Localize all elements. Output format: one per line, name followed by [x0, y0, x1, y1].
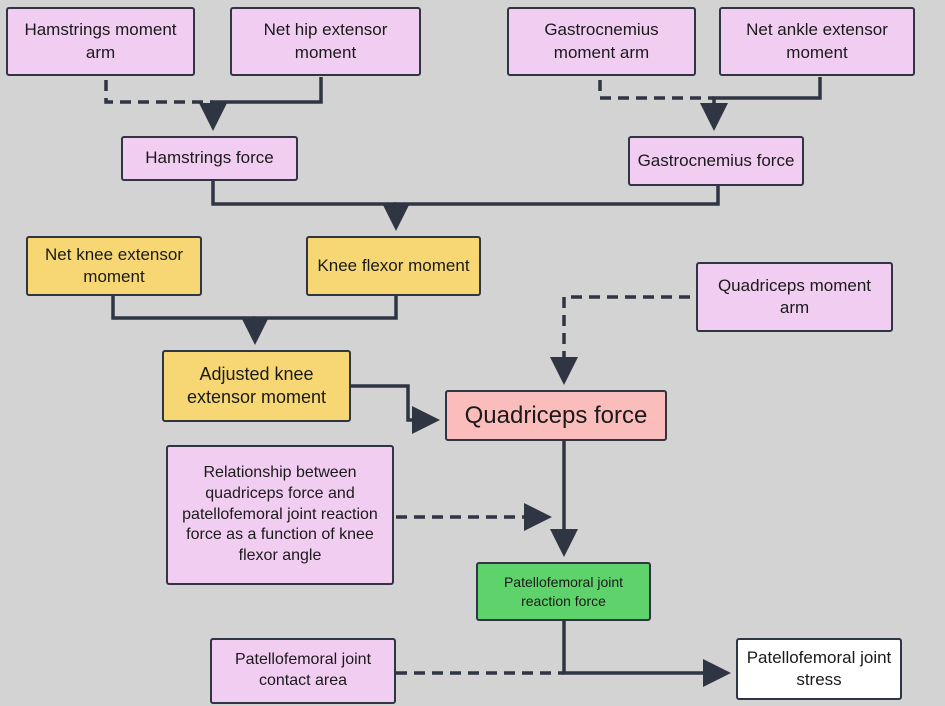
node-patellofemoral-joint-reaction-force: Patellofemoral joint reaction force	[476, 562, 651, 621]
node-hamstrings-moment-arm: Hamstrings moment arm	[6, 7, 195, 76]
connector-net-ankle	[700, 77, 822, 131]
connector-knee-flexor	[241, 296, 398, 345]
connector-gastro-arm	[598, 80, 714, 100]
node-net-ankle-extensor-moment: Net ankle extensor moment	[719, 7, 915, 76]
node-adjusted-knee-extensor-moment: Adjusted knee extensor moment	[162, 350, 351, 422]
connector-gastro-force	[382, 186, 720, 231]
connector-hamstrings-arm	[104, 80, 213, 104]
node-net-knee-extensor-moment: Net knee extensor moment	[26, 236, 202, 296]
node-net-hip-extensor-moment: Net hip extensor moment	[230, 7, 421, 76]
node-hamstrings-force: Hamstrings force	[121, 136, 298, 181]
node-gastrocnemius-moment-arm: Gastrocnemius moment arm	[507, 7, 696, 76]
node-gastrocnemius-force: Gastrocnemius force	[628, 136, 804, 186]
node-relationship: Relationship between quadriceps force an…	[166, 445, 394, 585]
connector-adjusted	[351, 384, 440, 434]
node-quadriceps-moment-arm: Quadriceps moment arm	[696, 262, 893, 332]
node-patellofemoral-joint-contact-area: Patellofemoral joint contact area	[210, 638, 396, 704]
connector-quad-arm	[550, 295, 690, 385]
node-quadriceps-force: Quadriceps force	[445, 390, 667, 441]
node-knee-flexor-moment: Knee flexor moment	[306, 236, 481, 296]
connector-net-hip	[199, 77, 323, 131]
connector-pfj-force	[562, 621, 731, 687]
connector-hamstrings-force	[211, 181, 396, 206]
connector-net-knee	[111, 296, 255, 320]
node-patellofemoral-joint-stress: Patellofemoral joint stress	[736, 638, 902, 700]
